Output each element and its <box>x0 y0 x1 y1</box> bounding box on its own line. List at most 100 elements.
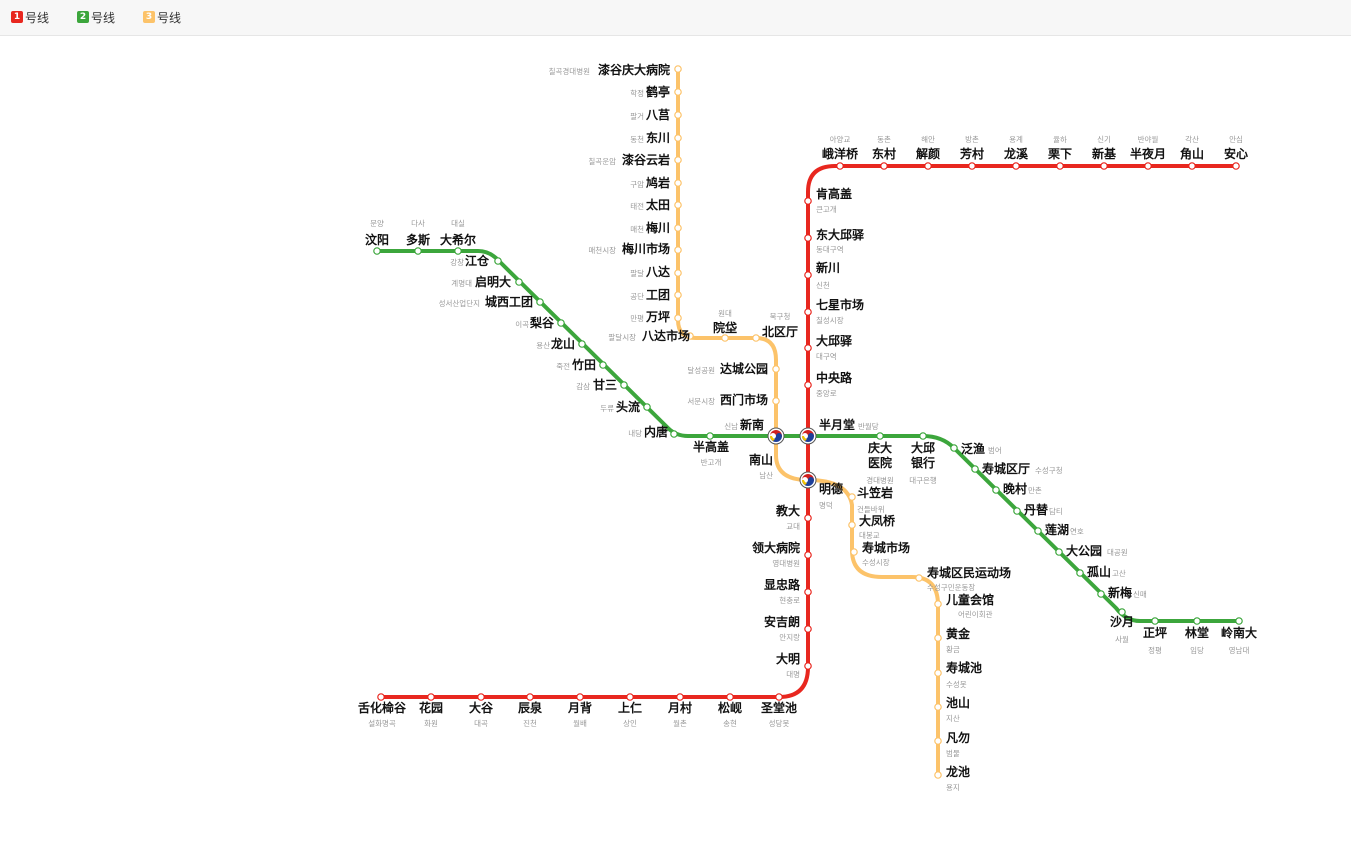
station-marker-line1-1[interactable] <box>427 693 435 701</box>
station-marker-line2-22[interactable] <box>1076 569 1084 577</box>
station-marker-line2-19[interactable] <box>1013 507 1021 515</box>
station-name-line3-3: 东川 <box>646 130 670 145</box>
station-marker-line1-18[interactable] <box>804 308 812 316</box>
legend-line-2[interactable]: 2 号线 <box>77 9 115 25</box>
station-marker-line2-1[interactable] <box>414 247 422 255</box>
station-marker-line3-21[interactable] <box>915 574 923 582</box>
station-name-line3-19: 大凤桥 <box>859 513 896 528</box>
station-marker-line3-27[interactable] <box>934 771 942 779</box>
station-marker-line3-13[interactable] <box>721 334 729 342</box>
station-marker-line1-4[interactable] <box>576 693 584 701</box>
station-marker-line2-16[interactable] <box>950 444 958 452</box>
taegeuk-transfer-icon[interactable] <box>799 427 817 445</box>
station-marker-line2-27[interactable] <box>1235 617 1243 625</box>
station-marker-line2-9[interactable] <box>620 381 628 389</box>
station-marker-line3-1[interactable] <box>674 88 682 96</box>
station-marker-line3-2[interactable] <box>674 111 682 119</box>
legend-line-3[interactable]: 3 号线 <box>143 9 181 25</box>
station-marker-line1-28[interactable] <box>1100 162 1108 170</box>
station-marker-line3-19[interactable] <box>848 521 856 529</box>
station-marker-line3-22[interactable] <box>934 600 942 608</box>
station-marker-line1-21[interactable] <box>804 197 812 205</box>
legend-line-1-label: 号线 <box>25 10 50 25</box>
station-marker-line3-18[interactable] <box>848 493 856 501</box>
station-ko-line2-13: 신남 <box>724 422 738 431</box>
station-marker-line3-0[interactable] <box>674 65 682 73</box>
station-marker-line2-11[interactable] <box>670 430 678 438</box>
station-marker-line3-6[interactable] <box>674 201 682 209</box>
station-marker-line1-0[interactable] <box>377 693 385 701</box>
station-marker-line1-3[interactable] <box>526 693 534 701</box>
station-marker-line2-18[interactable] <box>992 486 1000 494</box>
station-marker-line2-23[interactable] <box>1097 590 1105 598</box>
taegeuk-transfer-icon[interactable] <box>767 427 785 445</box>
station-marker-line1-17[interactable] <box>804 344 812 352</box>
station-marker-line3-14[interactable] <box>752 334 760 342</box>
station-marker-line1-6[interactable] <box>676 693 684 701</box>
station-marker-line3-7[interactable] <box>674 224 682 232</box>
station-marker-line1-5[interactable] <box>626 693 634 701</box>
station-marker-line3-4[interactable] <box>674 156 682 164</box>
station-marker-line3-23[interactable] <box>934 634 942 642</box>
station-marker-line3-25[interactable] <box>934 703 942 711</box>
station-marker-line2-6[interactable] <box>557 319 565 327</box>
station-marker-line2-14[interactable] <box>876 432 884 440</box>
station-marker-line1-31[interactable] <box>1232 162 1240 170</box>
station-marker-line1-19[interactable] <box>804 271 812 279</box>
station-marker-line3-8[interactable] <box>674 246 682 254</box>
station-marker-line1-22[interactable] <box>836 162 844 170</box>
station-ko-line2-20: 연호 <box>1070 527 1084 536</box>
station-marker-line1-29[interactable] <box>1144 162 1152 170</box>
station-marker-line3-24[interactable] <box>934 669 942 677</box>
station-marker-line2-17[interactable] <box>971 465 979 473</box>
station-name-line3-14: 北区厅 <box>762 324 798 339</box>
station-marker-line2-10[interactable] <box>643 403 651 411</box>
station-marker-line1-26[interactable] <box>1012 162 1020 170</box>
station-marker-line1-12[interactable] <box>804 551 812 559</box>
station-name-line3-5: 鸠岩 <box>646 175 670 190</box>
station-marker-line3-11[interactable] <box>674 314 682 322</box>
station-marker-line2-25[interactable] <box>1151 617 1159 625</box>
station-marker-line2-3[interactable] <box>494 257 502 265</box>
station-marker-line1-7[interactable] <box>726 693 734 701</box>
station-marker-line1-11[interactable] <box>804 588 812 596</box>
station-marker-line3-10[interactable] <box>674 291 682 299</box>
station-marker-line3-9[interactable] <box>674 269 682 277</box>
station-marker-line1-8[interactable] <box>775 693 783 701</box>
station-marker-line1-16[interactable] <box>804 381 812 389</box>
station-marker-line2-7[interactable] <box>578 340 586 348</box>
station-ko-line1-23: 동촌 <box>877 135 891 144</box>
station-marker-line3-12[interactable] <box>686 332 694 340</box>
station-marker-line2-20[interactable] <box>1034 527 1042 535</box>
station-marker-line2-4[interactable] <box>515 278 523 286</box>
station-marker-line1-9[interactable] <box>804 662 812 670</box>
station-marker-line1-20[interactable] <box>804 234 812 242</box>
station-ko-line2-11: 내당 <box>628 428 642 438</box>
station-marker-line1-10[interactable] <box>804 625 812 633</box>
station-marker-line3-3[interactable] <box>674 134 682 142</box>
station-marker-line2-5[interactable] <box>536 298 544 306</box>
station-marker-line2-24[interactable] <box>1118 608 1126 616</box>
station-marker-line3-26[interactable] <box>934 737 942 745</box>
station-marker-line1-25[interactable] <box>968 162 976 170</box>
station-marker-line2-12[interactable] <box>706 432 714 440</box>
station-marker-line3-15[interactable] <box>772 365 780 373</box>
station-marker-line1-13[interactable] <box>804 514 812 522</box>
station-name-line2-16: 泛渔 <box>961 441 985 456</box>
station-marker-line2-8[interactable] <box>599 361 607 369</box>
station-marker-line2-15[interactable] <box>919 432 927 440</box>
station-marker-line3-20[interactable] <box>850 548 858 556</box>
station-marker-line3-16[interactable] <box>772 397 780 405</box>
station-marker-line2-26[interactable] <box>1193 617 1201 625</box>
station-marker-line3-5[interactable] <box>674 179 682 187</box>
station-marker-line2-21[interactable] <box>1055 548 1063 556</box>
station-marker-line1-30[interactable] <box>1188 162 1196 170</box>
station-marker-line1-24[interactable] <box>924 162 932 170</box>
station-marker-line2-0[interactable] <box>373 247 381 255</box>
station-marker-line1-27[interactable] <box>1056 162 1064 170</box>
station-marker-line2-2[interactable] <box>454 247 462 255</box>
station-marker-line1-2[interactable] <box>477 693 485 701</box>
station-marker-line1-23[interactable] <box>880 162 888 170</box>
legend-line-1[interactable]: 1 号线 <box>11 9 49 25</box>
taegeuk-transfer-icon[interactable] <box>799 471 817 489</box>
